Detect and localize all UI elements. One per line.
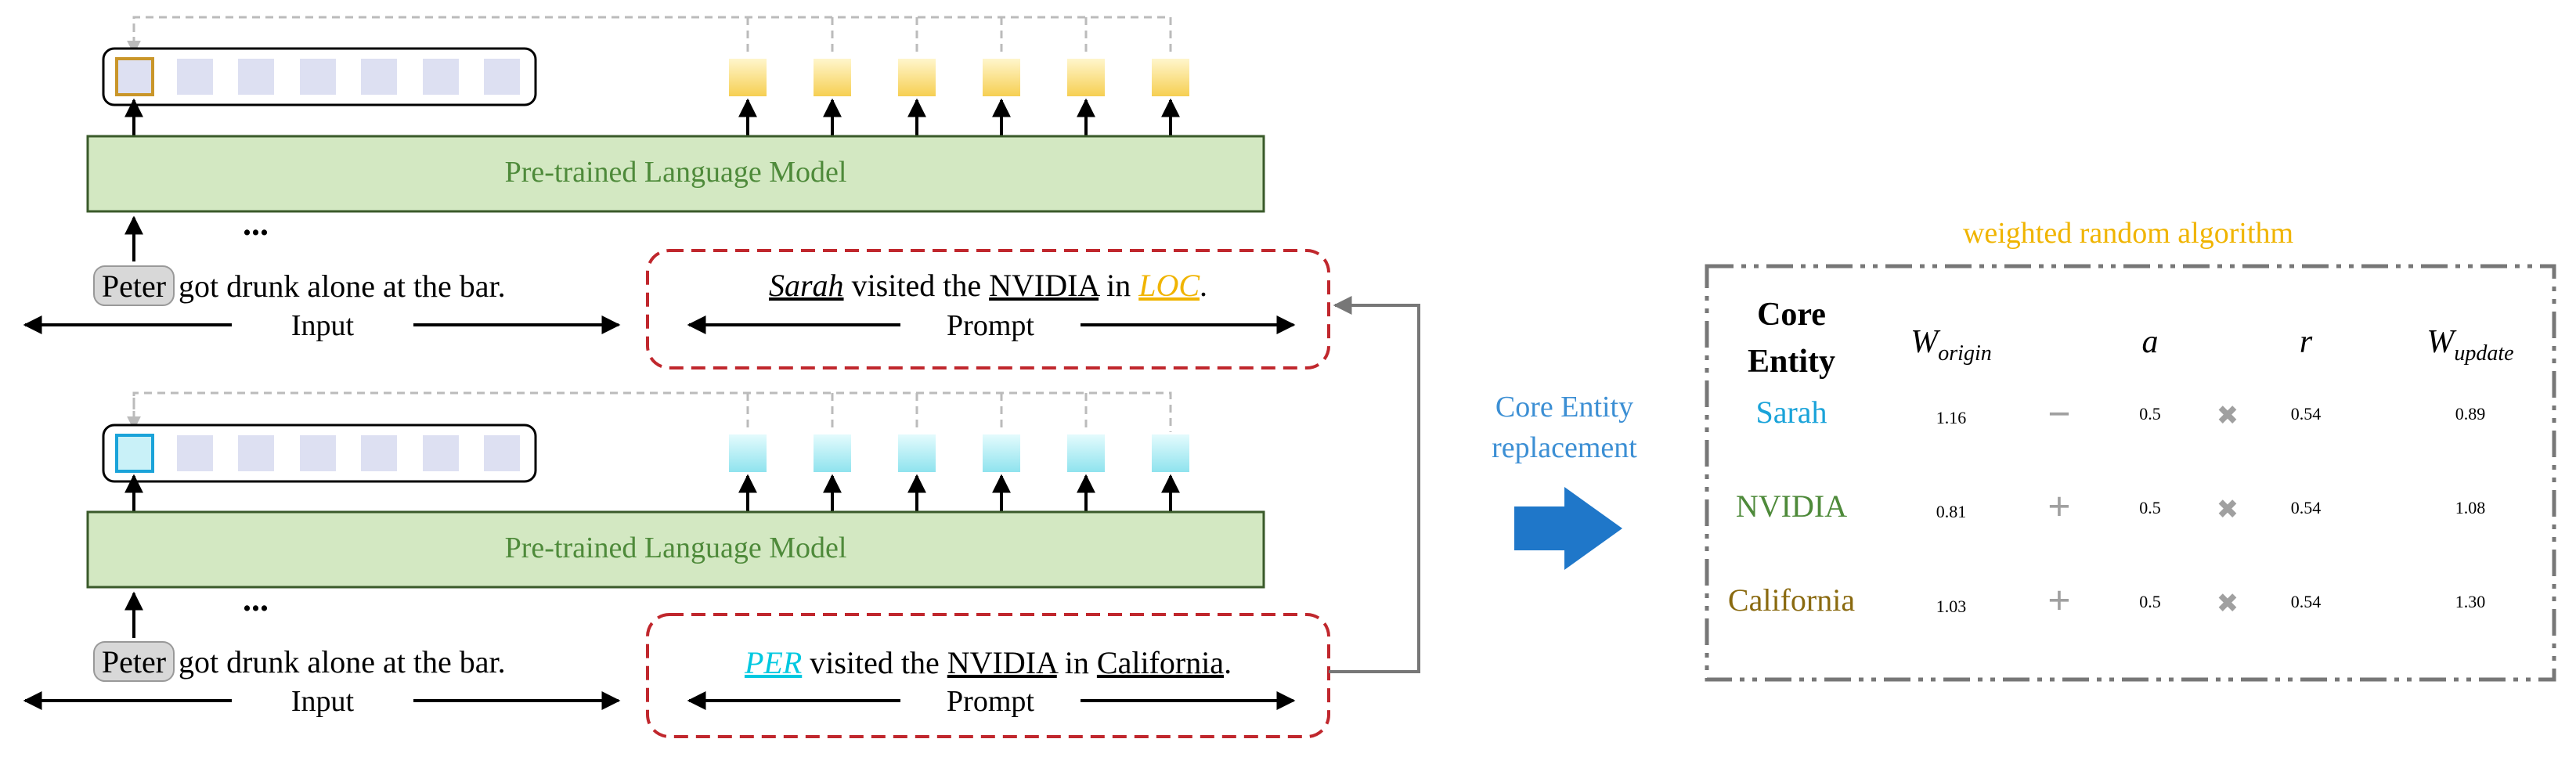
bottom-input-label: Input <box>291 685 355 718</box>
algorithm-row: NVIDIA 0.81 + 0.5 ✖ 0.54 1.08 <box>1736 485 2485 529</box>
bottom-token <box>177 435 213 471</box>
top-plm-label: Pre-trained Language Model <box>505 156 847 189</box>
bottom-prompt-token <box>729 434 767 472</box>
bottom-token <box>300 435 336 471</box>
row-w-origin: 1.03 <box>1936 597 1967 616</box>
bottom-prompt-token <box>898 434 936 472</box>
weighted-random-algorithm: weighted random algorithm Core Entity Wo… <box>1705 217 2556 682</box>
top-token <box>300 59 336 95</box>
row-op-icon: + <box>2047 485 2071 529</box>
top-prompt-token <box>1152 59 1189 96</box>
row-op-icon: + <box>2047 579 2071 623</box>
algorithm-row: California 1.03 + 0.5 ✖ 0.54 1.30 <box>1728 579 2485 623</box>
row-multiply-icon: ✖ <box>2217 589 2239 618</box>
top-panel: Pre-trained Language Model ... Peter got… <box>23 16 1330 369</box>
row-w-update: 1.30 <box>2455 592 2486 611</box>
top-plm-box <box>86 135 1265 213</box>
replacement-label-line2: replacement <box>1492 431 1637 464</box>
top-token <box>423 59 459 95</box>
row-op-icon: − <box>2047 392 2071 437</box>
row-entity: California <box>1728 582 1855 618</box>
replacement-label-line1: Core Entity <box>1495 391 1633 424</box>
top-prompt-token <box>898 59 936 96</box>
algorithm-box <box>1705 264 2556 682</box>
row-a: 0.5 <box>2139 498 2161 517</box>
top-token <box>484 59 520 95</box>
bottom-panel: Pre-trained Language Model ... Peter got… <box>23 391 1330 738</box>
bottom-ellipsis: ... <box>243 580 269 618</box>
row-a: 0.5 <box>2139 592 2161 611</box>
bottom-prompt-label: Prompt <box>947 685 1034 718</box>
bottom-prompt-token <box>814 434 851 472</box>
top-prompt-token <box>1067 59 1105 96</box>
algorithm-title: weighted random algorithm <box>1963 217 2293 250</box>
bottom-input-sentence: got drunk alone at the bar. <box>179 644 506 679</box>
header-core-entity-line1: Core <box>1757 297 1826 333</box>
header-r: r <box>2300 324 2313 360</box>
top-prompt-token <box>983 59 1020 96</box>
top-token <box>238 59 274 95</box>
row-w-update: 1.08 <box>2455 498 2486 517</box>
top-prompt-org: NVIDIA <box>989 268 1100 303</box>
top-prompt-sentence: Sarah visited the NVIDIA in LOC. <box>769 268 1207 303</box>
top-ellipsis: ... <box>243 204 269 243</box>
row-entity: Sarah <box>1755 395 1827 430</box>
top-prompt-box <box>646 249 1330 369</box>
core-entity-replacement: Core Entity replacement <box>1492 391 1637 570</box>
top-prompt-slot: LOC <box>1138 268 1200 303</box>
row-w-origin: 0.81 <box>1936 502 1967 521</box>
algorithm-row: Sarah 1.16 − 0.5 ✖ 0.54 0.89 <box>1755 392 2485 437</box>
header-core-entity-line2: Entity <box>1748 344 1835 380</box>
top-selected-token <box>115 57 154 96</box>
top-token <box>361 59 397 95</box>
bottom-input-entity: Peter <box>102 644 166 679</box>
row-a: 0.5 <box>2139 404 2161 424</box>
bottom-prompt-token <box>983 434 1020 472</box>
bottom-feedback-dashed-line <box>132 391 1172 432</box>
bottom-plm-label: Pre-trained Language Model <box>505 532 847 564</box>
row-r: 0.54 <box>2291 404 2322 424</box>
bottom-prompt-org: NVIDIA <box>947 645 1059 680</box>
row-w-origin: 1.16 <box>1936 408 1967 427</box>
bottom-prompt-token <box>1067 434 1105 472</box>
top-prompt-token <box>729 59 767 96</box>
row-r: 0.54 <box>2291 592 2322 611</box>
bottom-prompt-token <box>1152 434 1189 472</box>
bottom-prompt-entity: California <box>1097 645 1224 680</box>
bottom-token <box>238 435 274 471</box>
header-w-origin: Worigin <box>1910 324 1991 366</box>
prompt-feedback-connector <box>1329 296 1420 673</box>
bottom-input-entity-highlight <box>93 641 175 682</box>
bottom-prompt-box <box>646 613 1330 738</box>
top-prompt-label: Prompt <box>947 309 1034 342</box>
bottom-selected-token <box>115 434 154 473</box>
top-prompt-entity: Sarah <box>769 268 844 303</box>
bottom-prompt-slot: PER <box>744 645 802 680</box>
top-input-entity-highlight <box>93 265 175 306</box>
row-w-update: 0.89 <box>2455 404 2486 424</box>
top-input-entity: Peter <box>102 269 166 304</box>
row-multiply-icon: ✖ <box>2217 402 2239 431</box>
bottom-token <box>361 435 397 471</box>
row-multiply-icon: ✖ <box>2217 496 2239 524</box>
top-input-label: Input <box>291 309 355 342</box>
header-w-update: Wupdate <box>2426 324 2513 366</box>
row-entity: NVIDIA <box>1736 488 1847 524</box>
top-input-sentence: got drunk alone at the bar. <box>179 269 506 304</box>
bottom-token <box>484 435 520 471</box>
bottom-plm-box <box>86 510 1265 589</box>
top-token <box>177 59 213 95</box>
top-prompt-token <box>814 59 851 96</box>
replacement-arrow-icon <box>1514 487 1622 570</box>
header-a: a <box>2142 324 2159 360</box>
row-r: 0.54 <box>2291 498 2322 517</box>
bottom-token <box>423 435 459 471</box>
bottom-prompt-sentence: PER visited the NVIDIA in California. <box>744 645 1232 680</box>
